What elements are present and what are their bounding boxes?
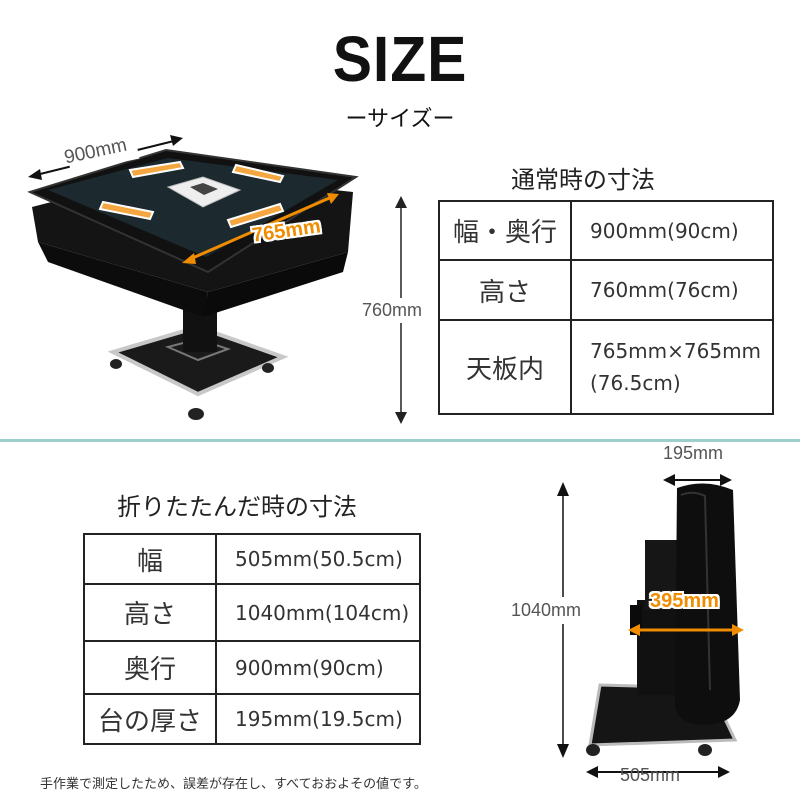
table-photo-folded: [555, 440, 800, 800]
page-subtitle: ーサイズー: [345, 107, 455, 132]
table-row: 奥行 900mm(90cm): [83, 640, 421, 695]
table-row: 高さ 760mm(76cm): [438, 259, 774, 321]
row-label: 高さ: [438, 259, 572, 321]
folded-table-illustration: [557, 474, 744, 778]
row-value: 900mm(90cm): [570, 200, 774, 261]
dim-label-depth: 395mm: [650, 590, 719, 612]
row-label: 天板内: [438, 319, 572, 415]
table-row: 幅・奥行 900mm(90cm): [438, 200, 774, 261]
row-label: 幅・奥行: [438, 200, 572, 261]
row-label: 幅: [83, 533, 217, 585]
row-value: 505mm(50.5cm): [215, 533, 421, 585]
row-value: 900mm(90cm): [215, 640, 421, 695]
row-value-line1: 765mm×765mm: [590, 339, 762, 363]
table-row: 幅 505mm(50.5cm): [83, 533, 421, 585]
folded-section-title: 折りたたんだ時の寸法: [117, 493, 357, 521]
mahjong-table-illustration: [27, 135, 359, 420]
row-value: 760mm(76cm): [570, 259, 774, 321]
row-value: 1040mm(104cm): [215, 583, 421, 642]
footnote: 手作業で測定したため、誤差が存在し、すべておおよその値です。: [40, 777, 427, 792]
table-row: 台の厚さ 195mm(19.5cm): [83, 693, 421, 745]
dim-label-height: 760mm: [362, 298, 423, 323]
folded-dimensions-table: 幅 505mm(50.5cm) 高さ 1040mm(104cm) 奥行 900m…: [83, 533, 421, 745]
dim-label-folded-height: 1040mm: [511, 597, 582, 624]
row-value: 765mm×765mm (76.5cm): [570, 319, 774, 415]
row-label: 台の厚さ: [83, 693, 217, 745]
section-divider: [0, 439, 800, 442]
row-label: 奥行: [83, 640, 217, 695]
table-photo-normal: [18, 132, 363, 427]
normal-dimensions-table: 幅・奥行 900mm(90cm) 高さ 760mm(76cm) 天板内 765m…: [438, 200, 774, 415]
row-value: 195mm(19.5cm): [215, 693, 421, 745]
page-title: SIZE: [332, 23, 468, 95]
normal-section-title: 通常時の寸法: [511, 166, 655, 194]
table-row: 高さ 1040mm(104cm): [83, 583, 421, 642]
row-label: 高さ: [83, 583, 217, 642]
table-row: 天板内 765mm×765mm (76.5cm): [438, 319, 774, 415]
dim-label-folded-width: 505mm: [620, 765, 681, 785]
row-value-line2: (76.5cm): [590, 371, 681, 395]
dim-label-thickness: 195mm: [663, 443, 724, 463]
